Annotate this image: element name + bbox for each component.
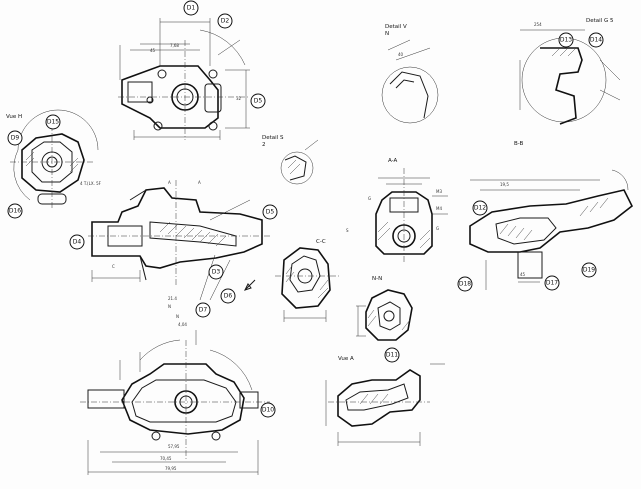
detail-s-scale: 2 (262, 142, 266, 148)
balloon-d18: D18 (457, 276, 473, 292)
balloon-d5-top: D5 (250, 93, 266, 109)
section-nn-label: N-N (372, 276, 382, 282)
balloon-d9: D9 (7, 130, 23, 146)
section-cc-label: C-C (316, 239, 326, 245)
svg-text:D6: D6 (224, 293, 233, 300)
svg-text:D4: D4 (73, 239, 82, 246)
balloon-d17: D17 (544, 275, 560, 291)
balloon-d15: D15 (45, 114, 61, 130)
detail-g-label: Detail G 5 (586, 18, 614, 24)
svg-text:57,95: 57,95 (168, 444, 180, 449)
view-h-label: Vue H (6, 114, 22, 120)
detail-v-label: Detail V (385, 24, 407, 30)
balloon-d6: D6 (220, 288, 236, 304)
svg-text:A: A (168, 180, 171, 185)
svg-text:D13: D13 (560, 37, 572, 44)
front-section: A A C 21.4 (88, 180, 270, 301)
svg-text:N: N (176, 314, 179, 319)
balloon-d10: D10 (260, 402, 276, 418)
svg-text:S: S (346, 228, 349, 233)
section-cc: C-C (275, 239, 340, 322)
svg-text:D5: D5 (254, 98, 263, 105)
svg-text:D7: D7 (199, 307, 208, 314)
svg-text:D12: D12 (474, 205, 486, 212)
top-view: 7,68 45 32 (118, 18, 250, 140)
bottom-plan-view: 57,95 70,45 79,95 4,04 N N (80, 304, 270, 475)
svg-text:G: G (368, 196, 371, 201)
svg-text:45: 45 (150, 48, 156, 53)
balloon-d11: D11 (384, 347, 400, 363)
balloon-d5-mid: D5 (262, 204, 278, 220)
svg-text:40: 40 (398, 52, 404, 57)
svg-text:32: 32 (236, 96, 242, 101)
detail-s: Detail S 2 (262, 135, 319, 185)
balloon-d4: D4 (69, 234, 85, 250)
svg-text:D14: D14 (590, 37, 602, 44)
svg-text:D19: D19 (583, 267, 595, 274)
svg-text:D5: D5 (266, 209, 275, 216)
detail-v-scale: N (385, 31, 389, 37)
svg-text:19,5: 19,5 (500, 182, 509, 187)
svg-text:C: C (112, 264, 115, 269)
section-nn: N-N (356, 276, 413, 341)
view-a: Vue A (325, 356, 445, 446)
view-a-label: Vue A (338, 356, 354, 362)
view-h: Vue H 4 T.(LX. 5F (6, 109, 102, 210)
svg-text:21.4: 21.4 (168, 296, 177, 301)
svg-text:D18: D18 (459, 281, 471, 288)
svg-text:M4: M4 (436, 206, 442, 211)
section-bb-label: B-B (514, 141, 524, 147)
svg-text:D2: D2 (221, 18, 230, 25)
balloon-d1: D1 (183, 0, 199, 16)
svg-text:79,95: 79,95 (165, 466, 177, 471)
svg-text:D11: D11 (386, 352, 398, 359)
balloon-d7: D7 (195, 302, 211, 318)
svg-text:D15: D15 (47, 119, 59, 126)
svg-text:M3: M3 (436, 189, 442, 194)
balloon-d19: D19 (581, 262, 597, 278)
svg-text:70,45: 70,45 (160, 456, 172, 461)
svg-text:D17: D17 (546, 280, 558, 287)
balloon-d13: D13 (558, 32, 574, 48)
svg-text:D1: D1 (187, 5, 196, 12)
svg-text:D16: D16 (9, 208, 21, 215)
section-aa: A-A M3 M4 G G S (346, 158, 448, 262)
section-bb: B-B 19,5 45 (469, 141, 634, 290)
detail-g: Detail G 5 254 (519, 18, 621, 125)
svg-text:N: N (168, 304, 171, 309)
balloon-d12: D12 (472, 200, 488, 216)
section-aa-label: A-A (388, 158, 398, 164)
svg-text:D10: D10 (262, 407, 274, 414)
svg-text:D9: D9 (11, 135, 20, 142)
svg-text:45: 45 (520, 272, 526, 277)
balloon-d2: D2 (217, 13, 233, 29)
svg-text:G: G (436, 226, 439, 231)
svg-text:D3: D3 (212, 269, 221, 276)
balloon-d16: D16 (7, 203, 23, 219)
svg-text:254: 254 (534, 22, 542, 27)
svg-text:4,04: 4,04 (178, 322, 187, 327)
detail-v: Detail V N 40 (381, 24, 439, 124)
balloon-d3: D3 (208, 264, 224, 280)
svg-text:4 T.(LX. 5F: 4 T.(LX. 5F (80, 181, 102, 186)
detail-s-label: Detail S (262, 135, 284, 141)
svg-text:7,68: 7,68 (170, 43, 179, 48)
balloon-d14: D14 (588, 32, 604, 48)
svg-text:A: A (198, 180, 201, 185)
